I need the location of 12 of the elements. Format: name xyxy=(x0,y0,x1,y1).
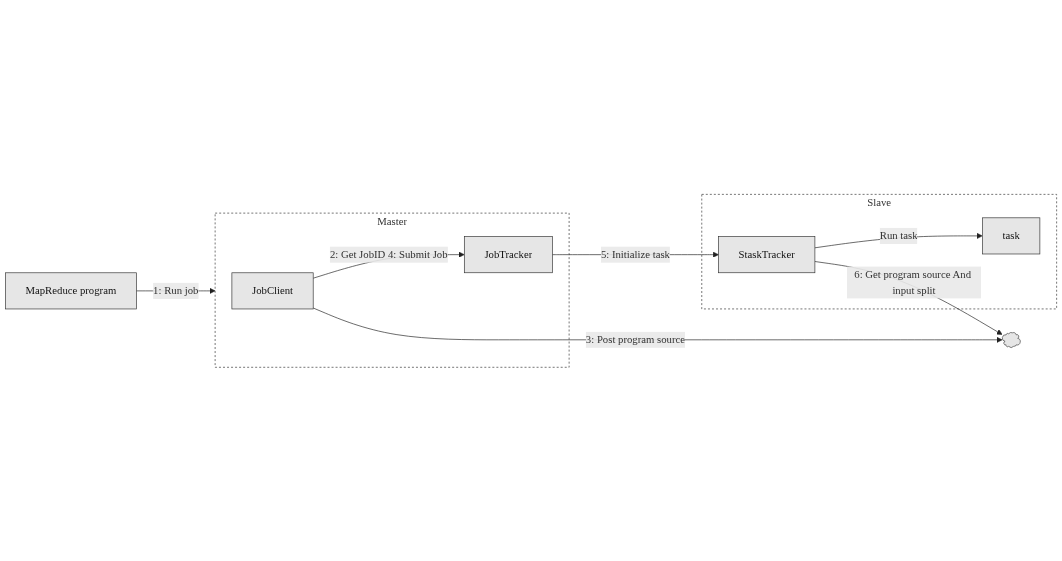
edge-label: 1: Run job xyxy=(153,284,199,296)
edge-label: 6: Get program source And input split xyxy=(854,268,971,296)
node-box: task xyxy=(982,217,1041,254)
node-box: StaskTracker xyxy=(718,235,816,273)
edge-label: Run task xyxy=(879,229,918,241)
edge-label: 5: Initialize task xyxy=(600,248,670,260)
node-cloud xyxy=(1001,331,1021,348)
node-box: MapReduce program xyxy=(5,272,137,309)
edge-label: 2: Get JobID 4: Submit Job xyxy=(329,248,448,260)
node-box: JobTracker xyxy=(464,235,553,273)
edge-label: 3: Post program source xyxy=(585,333,686,345)
node-box: JobClient xyxy=(231,272,314,309)
